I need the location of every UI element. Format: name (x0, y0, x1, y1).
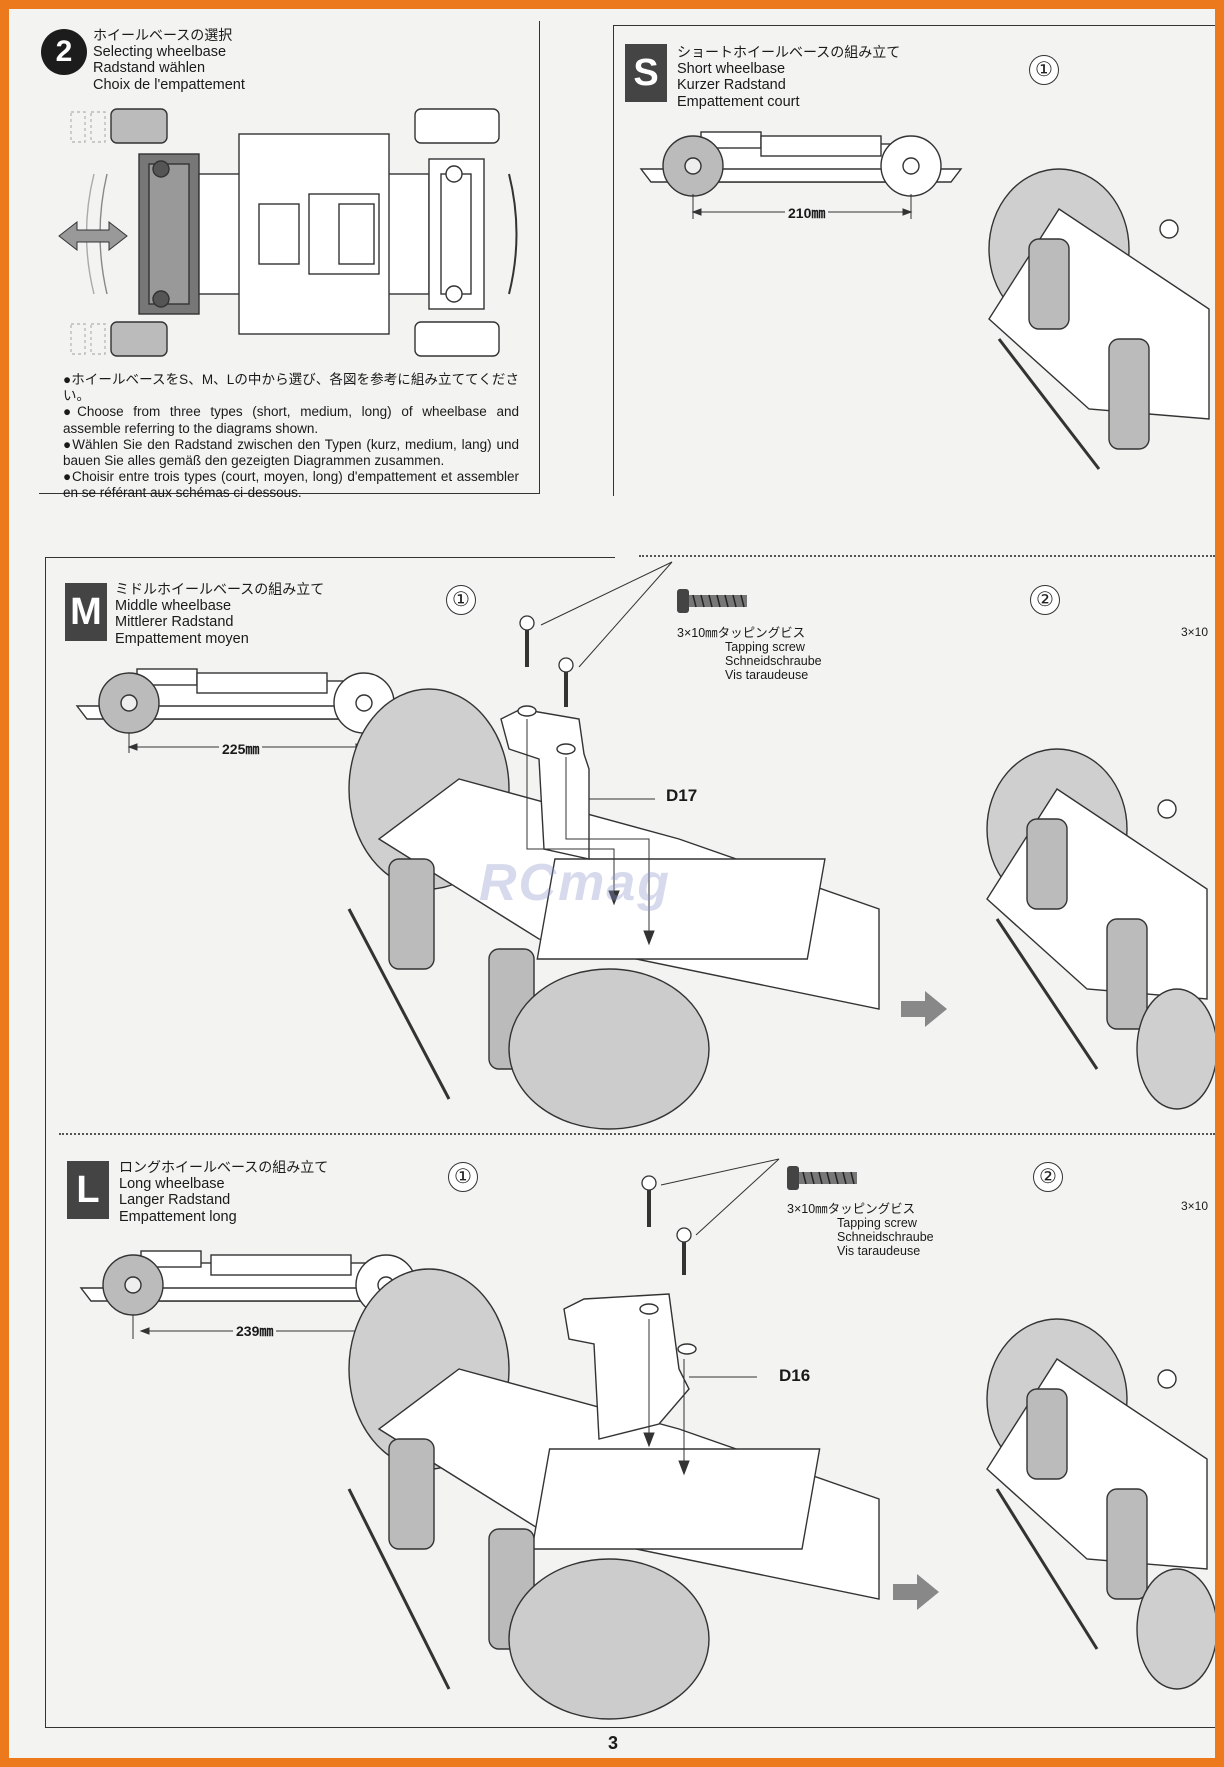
long-part-label: D16 (779, 1366, 811, 1385)
manual-page: 2 ホイールベースの選択 Selecting wheelbase Radstan… (9, 9, 1215, 1758)
short-measurement: 210㎜ (785, 203, 829, 223)
title-ja: ミドルホイールベースの組み立て (115, 581, 325, 597)
screw-fr: Vis taraudeuse (837, 1244, 921, 1258)
long-screw-icon (787, 1166, 857, 1190)
short-badge: S (625, 44, 667, 102)
long-step-2: ② (1033, 1162, 1063, 1192)
title-en: Middle wheelbase (115, 597, 232, 614)
long-screw-truncated: 3×10 (1181, 1199, 1209, 1213)
title-ja: ショートホイールベースの組み立て (677, 44, 901, 60)
middle-part-label: D17 (666, 786, 698, 805)
page-number: 3 (608, 1733, 619, 1753)
title-de: Radstand wählen (93, 60, 206, 76)
long-badge: L (67, 1161, 109, 1219)
middle-screw-icon (677, 589, 747, 613)
title-fr: Empattement long (119, 1208, 237, 1225)
middle-badge: M (65, 583, 107, 641)
middle-wheelbase-frame (45, 557, 46, 1727)
middle-assembly-illustration (347, 561, 880, 1130)
wheelbase-selection-frame (39, 21, 540, 494)
screw-en: Tapping screw (837, 1216, 917, 1230)
title-en: Long wheelbase (119, 1175, 225, 1192)
middle-step-1: ① (446, 585, 476, 615)
title-en: Short wheelbase (677, 60, 786, 77)
middle-title: ミドルホイールベースの組み立て Middle wheelbase Mittler… (115, 581, 324, 647)
screw-de: Schneidschraube (725, 654, 822, 668)
short-suspension-illustration (988, 168, 1210, 470)
long-chassis-side-view (79, 1250, 443, 1339)
note-de: ●Wählen Sie den Radstand zwischen den Ty… (63, 436, 519, 469)
note-fr: ●Choisir entre trois types (court, moyen… (63, 469, 519, 501)
title-fr: Empattement court (677, 93, 800, 110)
middle-screw-label: 3×10㎜タッピングビス Tapping screw Schneidschrau… (677, 626, 822, 682)
bottom-rule (45, 1727, 1215, 1728)
middle-top-rule (45, 557, 615, 558)
step-number-badge: 2 (41, 29, 87, 75)
wheelbase-selection-title: ホイールベースの選択 Selecting wheelbase Radstand … (93, 27, 245, 93)
title-fr: Choix de l'empattement (93, 76, 245, 93)
middle-next-arrow (901, 991, 947, 1027)
middle-screw-truncated: 3×10 (1181, 625, 1209, 639)
title-fr: Empattement moyen (115, 630, 249, 647)
title-de: Langer Radstand (119, 1192, 231, 1208)
note-en: ●Choose from three types (short, medium,… (63, 404, 519, 436)
short-wheelbase-frame (613, 25, 1215, 496)
short-step-1: ① (1029, 55, 1059, 85)
long-screw-label: 3×10㎜タッピングビス Tapping screw Schneidschrau… (787, 1202, 934, 1258)
long-next-arrow (893, 1574, 939, 1610)
short-title: ショートホイールベースの組み立て Short wheelbase Kurzer … (677, 44, 900, 110)
screw-ja: 3×10㎜タッピングビス (677, 626, 806, 640)
long-step-1: ① (448, 1162, 478, 1192)
title-de: Mittlerer Radstand (115, 614, 234, 630)
middle-step-2: ② (1030, 585, 1060, 615)
short-chassis-side-view (639, 131, 963, 219)
screw-de: Schneidschraube (837, 1230, 934, 1244)
title-ja: ホイールベースの選択 (93, 27, 233, 43)
selection-instructions: ●ホイールベースをS、M、Lの中から選び、各図を参考に組み立ててください。 ●C… (63, 372, 519, 502)
middle-result-illustration (986, 748, 1215, 1110)
screw-ja: 3×10㎜タッピングビス (787, 1202, 916, 1216)
long-result-illustration (986, 1318, 1215, 1690)
title-en: Selecting wheelbase (93, 43, 227, 60)
middle-dotted-divider (639, 555, 1215, 557)
long-assembly-illustration (347, 1158, 880, 1720)
title-ja: ロングホイールベースの組み立て (119, 1159, 329, 1175)
title-de: Kurzer Radstand (677, 77, 786, 93)
screw-fr: Vis taraudeuse (725, 668, 809, 682)
rcmag-watermark: RCmag (479, 854, 672, 912)
note-ja: ●ホイールベースをS、M、Lの中から選び、各図を参考に組み立ててください。 (63, 372, 519, 404)
long-title: ロングホイールベースの組み立て Long wheelbase Langer Ra… (119, 1159, 328, 1225)
chassis-top-view-illustration (58, 108, 518, 357)
long-measurement: 239㎜ (233, 1321, 277, 1341)
screw-en: Tapping screw (725, 640, 805, 654)
long-dotted-divider (59, 1133, 1215, 1135)
middle-measurement: 225㎜ (219, 739, 263, 759)
